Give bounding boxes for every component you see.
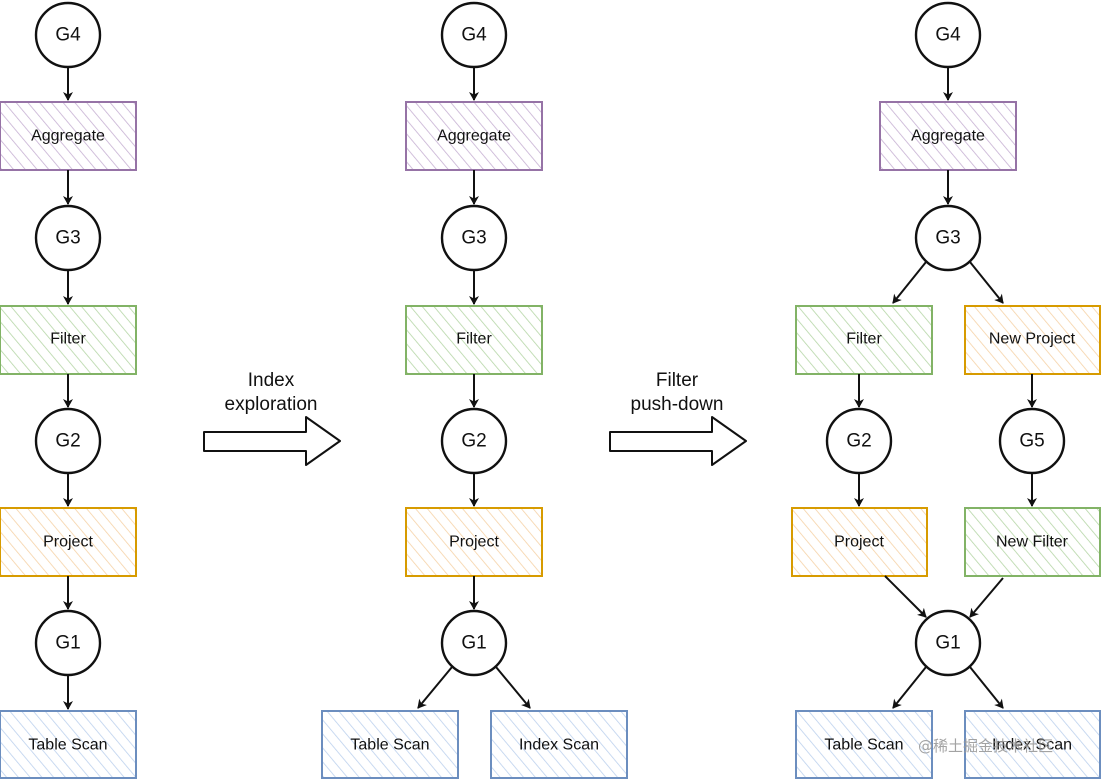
operator-label: Table Scan [824, 737, 903, 754]
group-label-g2: G2 [55, 431, 80, 452]
operator-aggregate [879, 101, 1017, 171]
operator-label: New Project [989, 331, 1076, 348]
operator-table-scan [795, 710, 933, 779]
edge [969, 577, 1004, 618]
diagram-3: G4 Aggregate G3 Filter New Project G2 G5… [791, 1, 1101, 779]
operator-project [791, 507, 928, 577]
edge [495, 666, 531, 709]
diagram-2: G4 Aggregate G3 Filter G2 Project G1 Tab… [321, 1, 628, 779]
group-label-g1: G1 [461, 633, 486, 654]
operator-label: Project [449, 534, 499, 551]
step-index-exploration: Index exploration [203, 370, 341, 466]
step-label-line1: Index [248, 370, 295, 391]
operator-label: Aggregate [437, 128, 511, 145]
operator-label: New Filter [996, 534, 1069, 551]
group-label-g3: G3 [55, 228, 80, 249]
group-label-g4: G4 [935, 25, 961, 46]
edge [969, 666, 1004, 709]
edge [892, 261, 927, 304]
operator-table-scan [321, 710, 459, 779]
operator-project [0, 507, 137, 577]
operator-index-scan [490, 710, 628, 779]
edge [417, 666, 453, 709]
group-label-g2: G2 [846, 431, 871, 452]
operator-label: Filter [846, 331, 882, 348]
step-filter-pushdown: Filter push-down [609, 370, 747, 466]
operator-new-filter [964, 507, 1101, 577]
group-label-g1: G1 [55, 633, 80, 654]
step-label-line2: exploration [225, 394, 318, 415]
group-label-g4: G4 [55, 25, 81, 46]
operator-aggregate [0, 101, 137, 171]
operator-label: Index Scan [992, 737, 1072, 754]
group-label-g2: G2 [461, 431, 486, 452]
group-label-g3: G3 [935, 228, 960, 249]
operator-label: Filter [456, 331, 492, 348]
group-label-g3: G3 [461, 228, 486, 249]
operator-label: Project [834, 534, 884, 551]
step-label-line1: Filter [656, 370, 699, 391]
step-arrow [609, 416, 747, 466]
group-label-g5: G5 [1019, 431, 1044, 452]
operator-label: Index Scan [519, 737, 599, 754]
operator-filter [0, 305, 137, 375]
operator-label: Project [43, 534, 93, 551]
operator-label: Filter [50, 331, 86, 348]
operator-new-project [964, 305, 1101, 375]
edge [892, 666, 927, 709]
operator-filter [795, 305, 933, 375]
operator-label: Aggregate [31, 128, 105, 145]
group-node-g1 [914, 609, 982, 677]
operator-project [405, 507, 543, 577]
step-label-line2: push-down [631, 394, 724, 415]
operator-aggregate [405, 101, 543, 171]
edge [884, 575, 927, 618]
group-node-g3 [914, 204, 982, 272]
operator-index-scan [964, 710, 1101, 779]
operator-label: Aggregate [911, 128, 985, 145]
diagram-1: G4 Aggregate G3 Filter G2 Project G1 Tab… [0, 1, 137, 779]
operator-label: Table Scan [350, 737, 429, 754]
group-node-g1 [440, 609, 508, 677]
operator-label: Table Scan [28, 737, 107, 754]
group-label-g1: G1 [935, 633, 960, 654]
step-arrow [203, 416, 341, 466]
edge [969, 261, 1004, 304]
operator-filter [405, 305, 543, 375]
operator-table-scan [0, 710, 137, 779]
watermark-text: @稀土掘金技术社区 [918, 737, 1053, 755]
group-label-g4: G4 [461, 25, 487, 46]
